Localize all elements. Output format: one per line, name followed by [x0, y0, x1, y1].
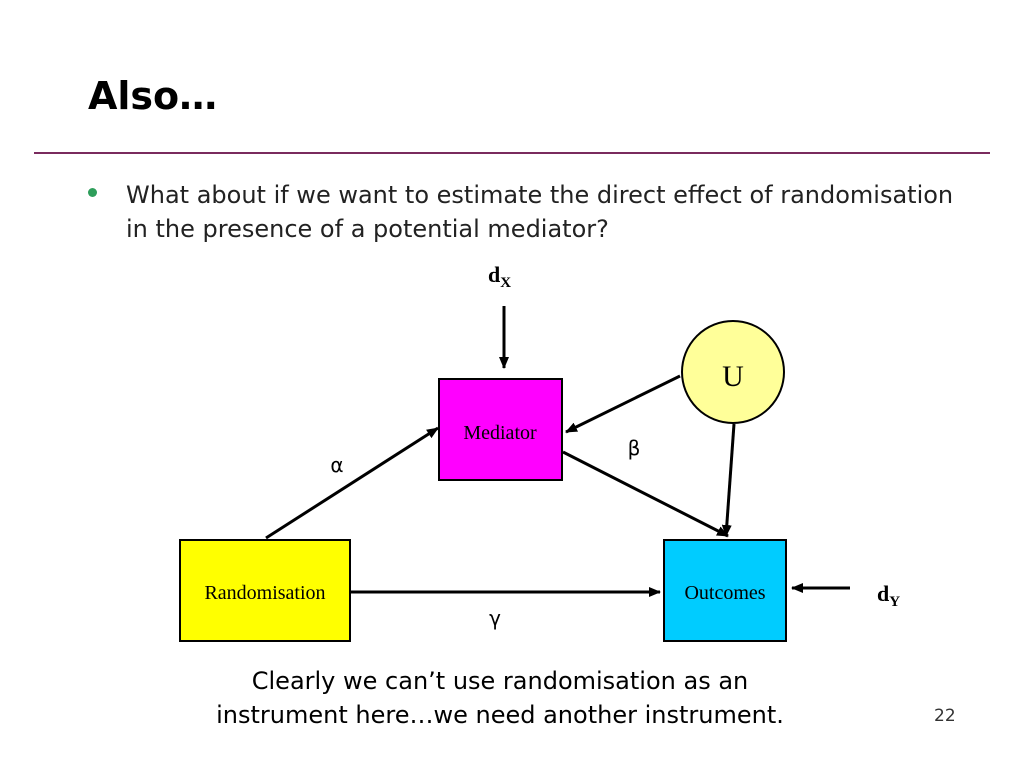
footnote-line-1: Clearly we can’t use randomisation as an: [251, 667, 749, 695]
dx-base: d: [488, 262, 500, 287]
mediator-label: Mediator: [463, 422, 537, 444]
alpha-label: α: [330, 453, 343, 477]
bullet-text: What about if we want to estimate the di…: [126, 181, 954, 243]
dy-label: dY: [877, 581, 900, 610]
gamma-label: γ: [489, 606, 501, 630]
dy-subscript: Y: [889, 594, 900, 610]
outcomes-label: Outcomes: [684, 582, 765, 604]
outcomes-node: Outcomes: [663, 539, 787, 642]
randomisation-node: Randomisation: [179, 539, 351, 642]
page-number: 22: [934, 706, 956, 726]
arrow-u-to-outcomes: [721, 423, 736, 537]
dx-label: dX: [488, 262, 511, 291]
footnote-line-2: instrument here…we need another instrume…: [216, 701, 784, 729]
confounder-circle: [681, 320, 785, 424]
randomisation-box: [179, 539, 351, 642]
arrow-randomisation-to-mediator: [265, 426, 439, 540]
confounder-node: U: [681, 320, 785, 424]
beta-label: β: [628, 436, 641, 460]
arrow-mediator-to-outcomes: [562, 450, 729, 538]
title-divider: [34, 152, 990, 154]
dx-subscript: X: [500, 275, 511, 291]
arrow-u-to-mediator: [565, 374, 681, 434]
bullet-dot-icon: [88, 188, 97, 197]
mediator-box: [438, 378, 563, 481]
randomisation-label: Randomisation: [204, 582, 325, 604]
confounder-label: U: [722, 360, 744, 393]
dy-base: d: [877, 581, 889, 606]
outcomes-box: [663, 539, 787, 642]
slide-title: Also…: [88, 74, 218, 118]
footnote: Clearly we can’t use randomisation as an…: [150, 664, 850, 732]
mediator-node: Mediator: [438, 378, 563, 481]
